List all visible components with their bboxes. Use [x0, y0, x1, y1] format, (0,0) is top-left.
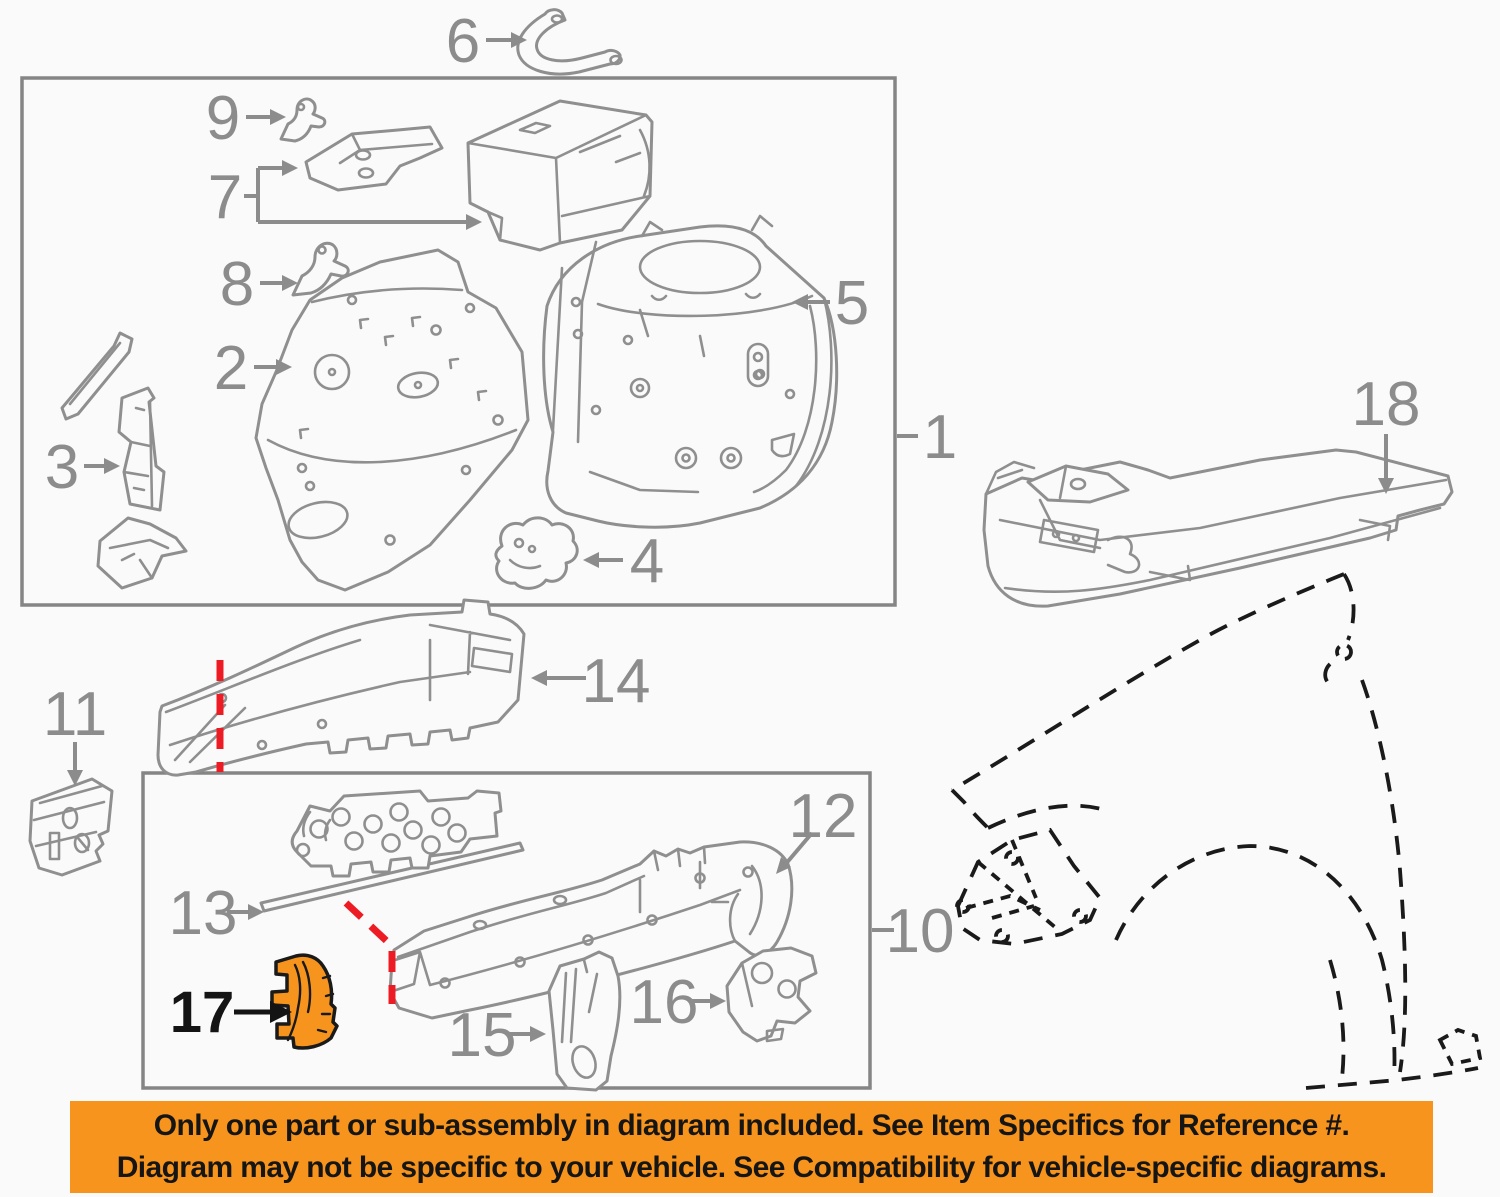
- callout-11-label: 11: [43, 680, 107, 749]
- callout-7-label: 7: [208, 163, 242, 232]
- part-12-drawing: [388, 840, 794, 1020]
- callout-15-label: 15: [448, 1001, 517, 1070]
- disclaimer-line-2: Diagram may not be specific to your vehi…: [116, 1151, 1387, 1184]
- part-16-drawing: [725, 946, 818, 1043]
- part-13-drawing: [259, 789, 525, 913]
- callout-10: 10: [872, 897, 954, 966]
- callout-5: 5: [792, 269, 869, 338]
- callout-13-label: 13: [169, 879, 238, 948]
- part-3-drawing: [60, 331, 188, 590]
- callout-9: 9: [206, 84, 286, 153]
- callout-6-label: 6: [446, 7, 480, 76]
- callout-11: 11: [43, 680, 107, 786]
- callout-1-label: 1: [923, 403, 957, 472]
- callout-18: 18: [1352, 370, 1421, 494]
- callout-8: 8: [220, 250, 298, 319]
- callout-16: 16: [630, 968, 726, 1037]
- callout-15: 15: [448, 1001, 546, 1070]
- callout-9-label: 9: [206, 84, 240, 153]
- callout-8-label: 8: [220, 250, 254, 319]
- callout-2-label: 2: [214, 334, 248, 403]
- cut-line-part-12: [343, 900, 396, 1004]
- part-8-drawing: [291, 241, 350, 297]
- disclaimer-line-1: Only one part or sub-assembly in diagram…: [153, 1109, 1350, 1142]
- part-11-drawing: [28, 777, 114, 877]
- callout-2: 2: [214, 334, 292, 403]
- vehicle-bracket-dashed: [955, 827, 1103, 946]
- part-4-drawing: [494, 516, 579, 590]
- part-5-drawing: [542, 214, 839, 529]
- callout-1: 1: [897, 403, 957, 472]
- disclaimer-banner: Only one part or sub-assembly in diagram…: [70, 1101, 1433, 1193]
- vehicle-fender-dashed-outline: [950, 572, 1483, 1090]
- callout-4-label: 4: [630, 527, 664, 596]
- callout-4: 4: [583, 527, 664, 596]
- part-7-drawing: [304, 99, 654, 252]
- callout-18-label: 18: [1352, 370, 1421, 439]
- callout-12-label: 12: [789, 782, 858, 851]
- callout-5-label: 5: [835, 269, 869, 338]
- part-14-drawing: [156, 598, 526, 777]
- part-18-drawing: [982, 448, 1454, 608]
- part-6-drawing: [516, 8, 623, 76]
- callout-17: 17: [170, 980, 292, 1045]
- callout-3: 3: [45, 433, 120, 502]
- callout-10-label: 10: [886, 897, 955, 966]
- callout-6: 6: [446, 7, 527, 76]
- callout-17-label: 17: [170, 980, 235, 1045]
- part-15-drawing: [547, 950, 622, 1092]
- callout-14-label: 14: [582, 647, 651, 716]
- callout-12: 12: [776, 782, 857, 874]
- part-9-drawing: [279, 97, 327, 143]
- part-2-drawing: [254, 248, 530, 592]
- callout-14: 14: [531, 647, 650, 716]
- callout-13: 13: [169, 879, 264, 948]
- part-17-highlighted-drawing: [270, 953, 339, 1050]
- cut-lines: [216, 660, 396, 1004]
- callout-16-label: 16: [630, 968, 699, 1037]
- callout-3-label: 3: [45, 433, 79, 502]
- callout-7: 7: [208, 160, 482, 232]
